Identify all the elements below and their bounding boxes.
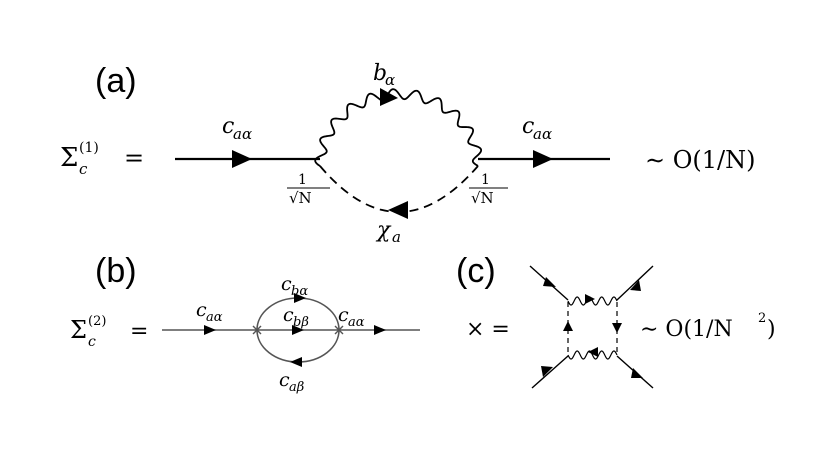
svg-text:aβ: aβ bbox=[289, 380, 304, 395]
panel-a-left-vertex-factor: 1 √N bbox=[287, 172, 330, 207]
panel-b: (b) Σ c (2) = c aα c aα bbox=[70, 252, 420, 395]
panel-b-top-arrow bbox=[294, 293, 306, 303]
panel-a-sigma-lhs: Σ c (1) = bbox=[60, 140, 144, 178]
svg-text:aα: aα bbox=[206, 310, 223, 325]
panel-a-right-vertex-factor: 1 √N bbox=[469, 172, 508, 207]
svg-text:bα: bα bbox=[291, 284, 308, 299]
panel-a-spinon-arrow bbox=[388, 201, 408, 219]
svg-text:aα: aα bbox=[348, 315, 365, 330]
panel-a-order: ∼ O(1/N) bbox=[645, 146, 756, 174]
panel-b-equals: = bbox=[130, 319, 148, 344]
svg-text:c: c bbox=[279, 369, 290, 391]
svg-text:∼ O(1/N: ∼ O(1/N bbox=[640, 317, 733, 342]
panel-b-sigma-lhs: Σ c (2) = bbox=[70, 314, 148, 350]
svg-text:aα: aα bbox=[533, 125, 552, 143]
panel-b-left-vertex bbox=[252, 325, 262, 335]
panel-b-sigma-sup: (2) bbox=[88, 314, 106, 329]
panel-b-sigma: Σ bbox=[70, 316, 87, 344]
panel-a-spinon-label: χ a bbox=[375, 218, 401, 246]
panel-a-boson-label: b α bbox=[373, 61, 395, 89]
panel-b-left-label: c aα bbox=[196, 299, 223, 325]
panel-a-boson-arrow bbox=[380, 88, 398, 106]
panel-c-arrow-bottom-right bbox=[631, 368, 643, 378]
panel-c-bottom-wavy-line bbox=[567, 350, 618, 360]
svg-text:2: 2 bbox=[758, 311, 766, 326]
panel-c-leg-top-right bbox=[616, 265, 654, 301]
svg-text:c: c bbox=[522, 114, 534, 139]
svg-text:c: c bbox=[283, 304, 294, 326]
panel-c-arrow-top-left bbox=[543, 277, 556, 287]
panel-c-leg-bottom-left bbox=[531, 355, 569, 389]
svg-text:1: 1 bbox=[481, 172, 490, 188]
panel-c-right-dashed-arrow bbox=[612, 323, 622, 333]
panel-c-bottom-wavy-arrow bbox=[588, 347, 598, 357]
panel-b-bottom-arrow bbox=[290, 357, 302, 367]
svg-text:b: b bbox=[373, 61, 387, 86]
panel-b-label: (b) bbox=[95, 252, 137, 290]
panel-c-order: ∼ O(1/N 2 ) bbox=[640, 311, 776, 342]
panel-c-top-wavy-line bbox=[567, 296, 618, 306]
panel-b-right-label: c aα bbox=[338, 304, 365, 330]
panel-a-left-arrow bbox=[232, 150, 252, 168]
svg-text:): ) bbox=[767, 317, 776, 342]
panel-b-middle-label: c bβ bbox=[283, 304, 309, 330]
panel-a-left-label: c aα bbox=[222, 114, 252, 143]
svg-text:c: c bbox=[196, 299, 207, 321]
svg-text:c: c bbox=[338, 304, 349, 326]
panel-c-arrow-top-right bbox=[630, 280, 641, 291]
svg-text:bβ: bβ bbox=[293, 315, 309, 330]
panel-c: (c) × = ∼ O(1/N 2 ) bbox=[456, 252, 776, 389]
panel-c-arrow-bottom-left bbox=[541, 366, 553, 377]
svg-text:√N: √N bbox=[471, 189, 494, 207]
panel-b-right-arrow bbox=[374, 325, 386, 335]
svg-text:c: c bbox=[222, 114, 234, 139]
svg-text:c: c bbox=[281, 273, 292, 295]
panel-a-sigma-sub: c bbox=[79, 160, 88, 178]
svg-text:√N: √N bbox=[289, 189, 312, 207]
panel-b-top-label: c bα bbox=[281, 273, 308, 299]
panel-a: (a) Σ c (1) = c aα c aα b α bbox=[60, 61, 756, 246]
panel-a-boson-wavy-line bbox=[314, 88, 483, 167]
svg-text:χ: χ bbox=[375, 218, 392, 243]
panel-c-times-equals: × = bbox=[466, 317, 510, 342]
panel-c-top-wavy-arrow bbox=[585, 294, 595, 304]
svg-text:1: 1 bbox=[298, 172, 307, 188]
panel-a-right-arrow bbox=[533, 150, 553, 168]
panel-b-right-vertex bbox=[334, 325, 344, 335]
panel-a-equals: = bbox=[124, 144, 144, 172]
panel-c-label: (c) bbox=[456, 252, 496, 290]
svg-text:aα: aα bbox=[233, 125, 252, 143]
panel-a-right-label: c aα bbox=[522, 114, 552, 143]
panel-a-sigma-sup: (1) bbox=[79, 140, 99, 156]
panel-b-left-arrow bbox=[204, 325, 216, 335]
panel-b-bottom-label: c aβ bbox=[279, 369, 304, 395]
panel-a-sigma: Σ bbox=[60, 143, 78, 173]
panel-c-left-dashed-arrow bbox=[563, 321, 573, 331]
svg-text:α: α bbox=[385, 71, 395, 89]
panel-a-label: (a) bbox=[95, 62, 137, 100]
panel-b-sigma-sub: c bbox=[88, 334, 96, 350]
panel-b-middle-arrow bbox=[292, 325, 304, 335]
svg-text:a: a bbox=[392, 228, 401, 246]
